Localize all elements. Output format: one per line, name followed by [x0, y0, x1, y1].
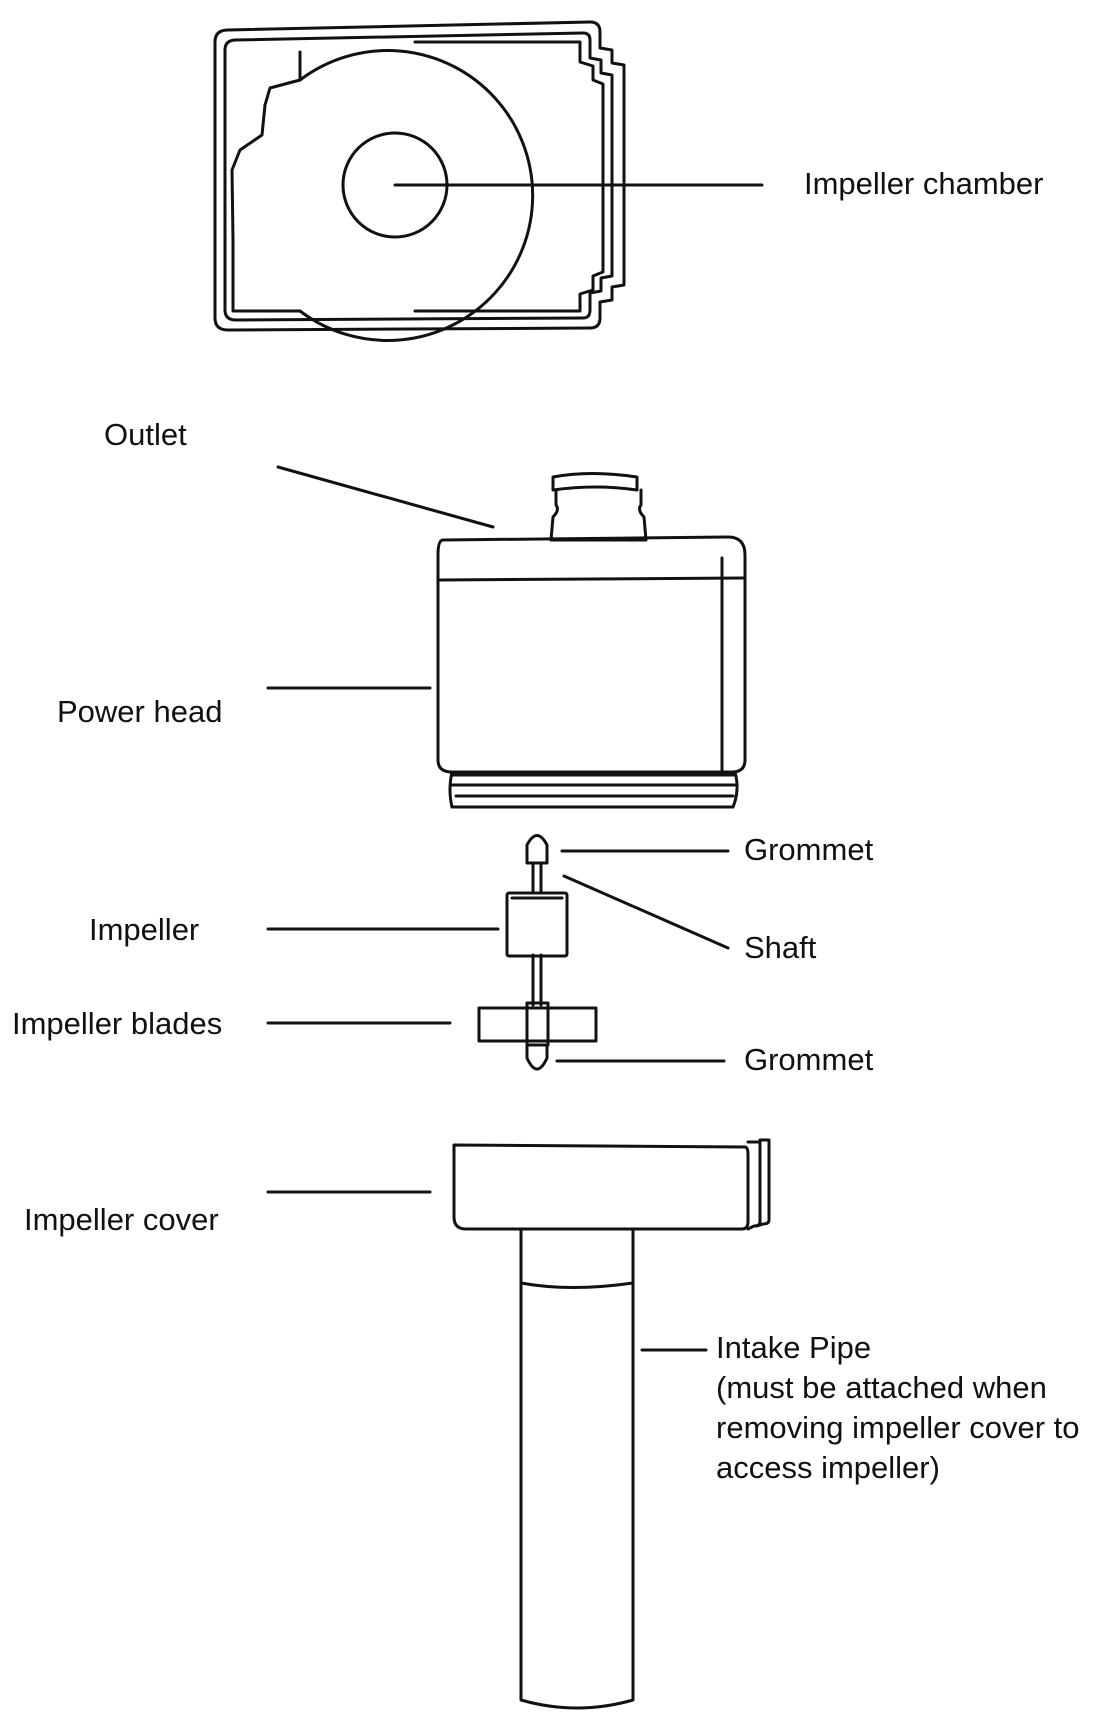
impeller-magnet-shape — [505, 891, 569, 958]
leader-outlet — [276, 465, 495, 529]
bottom-grommet-shape — [525, 1043, 549, 1071]
label-outlet: Outlet — [104, 417, 187, 452]
impeller-blades-shape — [477, 1001, 598, 1047]
intake-pipe-line-2: (must be attached when — [716, 1370, 1047, 1405]
label-grommet-bottom: Grommet — [744, 1042, 874, 1077]
label-intake-pipe: Intake Pipe (must be attached when remov… — [716, 1328, 1112, 1488]
intake-pipe-line-3: removing impeller cover to — [716, 1410, 1080, 1445]
label-impeller: Impeller — [89, 912, 200, 947]
intake-pipe-line-4: access impeller) — [716, 1450, 940, 1485]
label-shaft: Shaft — [744, 930, 817, 965]
label-impeller-chamber: Impeller chamber — [804, 166, 1044, 201]
power-head-body — [436, 535, 747, 809]
impeller-cover-shape — [452, 1138, 771, 1231]
label-impeller-blades: Impeller blades — [12, 1006, 223, 1041]
impeller-chamber-housing — [213, 20, 626, 342]
label-power-head: Power head — [57, 694, 223, 729]
outlet-nozzle — [549, 472, 648, 542]
intake-pipe-line-1: Intake Pipe — [716, 1330, 872, 1365]
label-grommet-top: Grommet — [744, 832, 874, 867]
label-impeller-cover: Impeller cover — [24, 1202, 219, 1237]
intake-pipe-shape — [519, 1227, 635, 1710]
leader-shaft — [562, 874, 730, 950]
shaft-shape — [531, 861, 543, 1007]
top-grommet-shape — [525, 834, 549, 865]
